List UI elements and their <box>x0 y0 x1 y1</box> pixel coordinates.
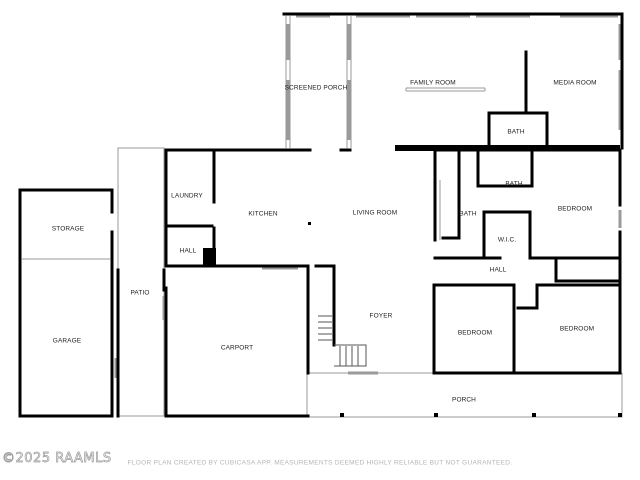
disclaimer-footer: FLOOR PLAN CREATED BY CUBICASA APP. MEAS… <box>127 459 513 467</box>
laundry-label: LAUNDRY <box>171 192 203 200</box>
watermark-logo: ©2025 RAAMLS <box>2 451 112 467</box>
porch-posts <box>340 413 622 417</box>
foyer-label: FOYER <box>369 312 393 320</box>
bedroom-right-label: BEDROOM <box>557 205 593 213</box>
porch-outline <box>306 372 623 418</box>
kitchen-label: KITCHEN <box>248 210 278 218</box>
bath-lower-label: BATH <box>459 210 477 218</box>
column <box>308 222 311 225</box>
patio-outline <box>117 147 165 417</box>
hall-left-label: HALL <box>179 247 197 255</box>
screened-porch-label: SCREENED PORCH <box>284 84 348 92</box>
bedroom-low-right-label: BEDROOM <box>559 325 595 333</box>
bath-top-label: BATH <box>507 128 525 136</box>
storage-label: STORAGE <box>51 225 85 233</box>
garage-wall <box>18 188 114 214</box>
porch-label: PORCH <box>452 396 476 404</box>
media-room-label: MEDIA ROOM <box>553 79 597 87</box>
wic-label: W.I.C. <box>497 236 517 244</box>
walls <box>18 12 624 418</box>
patio-label: PATIO <box>130 289 150 297</box>
hall-mid-label: HALL <box>489 266 507 274</box>
family-room-label: FAMILY ROOM <box>410 79 456 87</box>
hall-fixture <box>203 248 216 266</box>
stair <box>318 315 367 367</box>
carport-label: CARPORT <box>220 344 254 352</box>
bedroom-mid-label: BEDROOM <box>457 329 493 337</box>
living-room-label: LIVING ROOM <box>352 209 398 217</box>
bath-upper-label: BATH <box>505 180 523 188</box>
garage-label: GARAGE <box>52 337 82 345</box>
